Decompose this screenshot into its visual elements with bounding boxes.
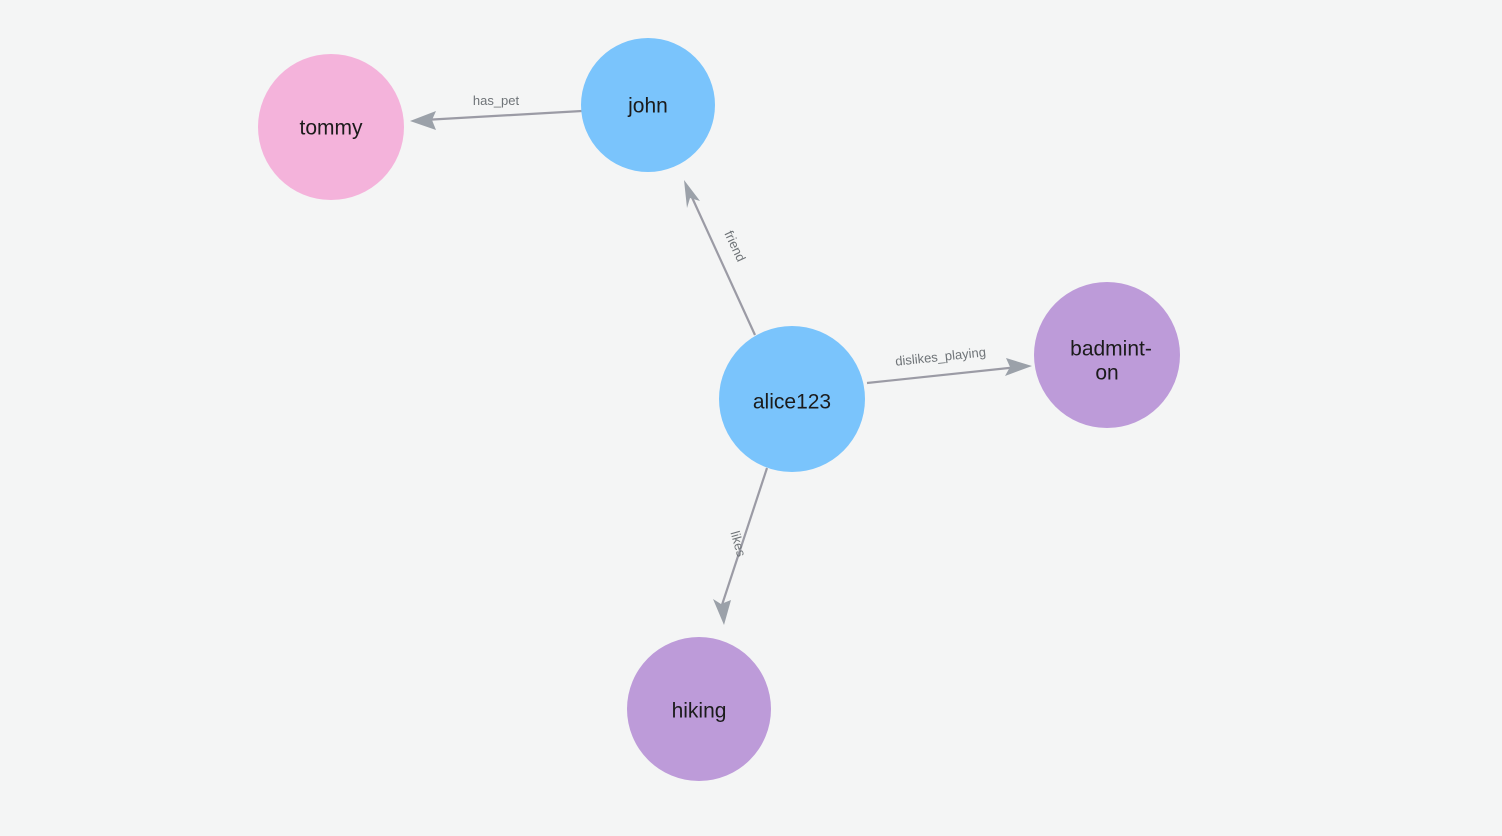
arrowhead-icon bbox=[684, 180, 700, 208]
node-circle[interactable] bbox=[581, 38, 715, 172]
nodes-layer: tommy john alice123 badmint- on hiking bbox=[258, 38, 1180, 781]
arrowhead-icon bbox=[713, 599, 731, 625]
arrowhead-icon bbox=[410, 111, 436, 130]
edge-has-pet[interactable]: has_pet bbox=[410, 93, 583, 130]
node-circle[interactable] bbox=[627, 637, 771, 781]
node-circle[interactable] bbox=[258, 54, 404, 200]
node-label-tommy: tommy bbox=[300, 117, 364, 140]
node-tommy[interactable]: tommy bbox=[258, 54, 404, 200]
node-circle[interactable] bbox=[719, 326, 865, 472]
node-badminton[interactable]: badmint- on bbox=[1034, 282, 1180, 428]
node-label-hiking: hiking bbox=[672, 700, 727, 723]
node-label-badminton-line1: badmint- bbox=[1070, 338, 1152, 361]
node-circle[interactable] bbox=[1034, 282, 1180, 428]
node-label-badminton-line2: on bbox=[1095, 362, 1118, 385]
edge-label-likes: likes bbox=[728, 529, 750, 559]
edge-label-has-pet: has_pet bbox=[473, 93, 520, 108]
node-label-john: john bbox=[627, 95, 668, 118]
edge-line bbox=[866, 365, 1019, 385]
node-hiking[interactable]: hiking bbox=[627, 637, 771, 781]
edge-line bbox=[718, 467, 769, 612]
node-alice123[interactable]: alice123 bbox=[719, 326, 865, 472]
edge-line bbox=[423, 109, 583, 122]
edge-likes[interactable]: likes bbox=[713, 467, 769, 625]
node-john[interactable]: john bbox=[581, 38, 715, 172]
node-label-alice123: alice123 bbox=[753, 391, 831, 414]
arrowhead-icon bbox=[1005, 358, 1032, 376]
edge-line bbox=[688, 192, 757, 336]
